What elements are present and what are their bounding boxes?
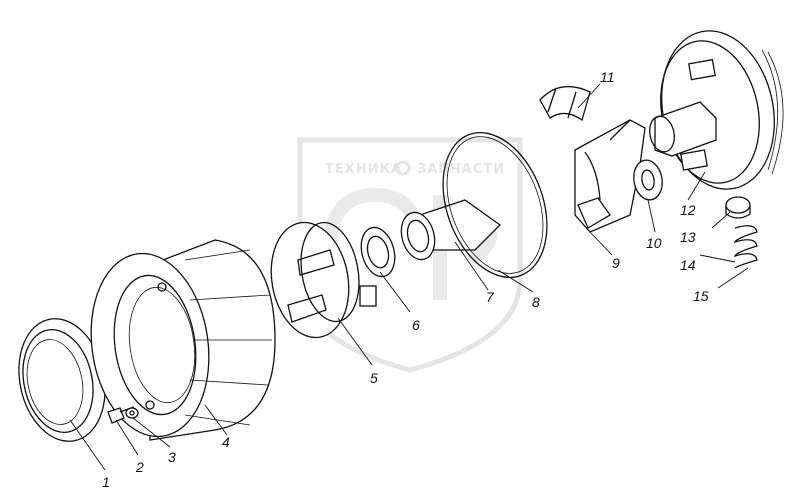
part-14-spring (733, 225, 758, 269)
part-8-o-ring (442, 131, 548, 279)
callout-8: 8 (532, 294, 540, 310)
part-11-half-ring (539, 85, 591, 122)
part-6-bearing (360, 226, 396, 278)
part-13-spring-cap (725, 196, 751, 219)
callout-11: 11 (600, 69, 615, 85)
watermark-text-right: ЗАПЧАСТИ (417, 162, 505, 177)
callout-5: 5 (370, 370, 378, 386)
leader-lines (69, 83, 749, 471)
callout-4: 4 (222, 434, 230, 450)
callout-12: 12 (680, 202, 696, 218)
part-5-flange (270, 221, 377, 339)
part-1-seal-ring (18, 318, 106, 442)
callout-3: 3 (168, 449, 176, 465)
part-7-sleeve (400, 199, 502, 261)
part-12-pulley (649, 30, 784, 190)
watermark-text-left: ТЕХНИКА (325, 162, 402, 177)
callout-9: 9 (612, 255, 620, 271)
callout-1: 1 (102, 474, 110, 490)
part-4-housing (90, 239, 276, 441)
part-9-cam-block (574, 119, 646, 233)
callout-13: 13 (680, 229, 696, 245)
gear-icon (395, 160, 411, 176)
callout-6: 6 (412, 317, 420, 333)
part-3-washer (125, 407, 139, 419)
callouts: 1 2 3 4 5 6 7 8 9 10 11 12 13 14 15 (102, 69, 709, 490)
callout-10: 10 (646, 235, 662, 251)
callout-15: 15 (693, 288, 709, 304)
part-10-washer (633, 159, 663, 201)
callout-7: 7 (486, 289, 495, 305)
callout-14: 14 (680, 257, 696, 273)
callout-2: 2 (135, 459, 144, 475)
